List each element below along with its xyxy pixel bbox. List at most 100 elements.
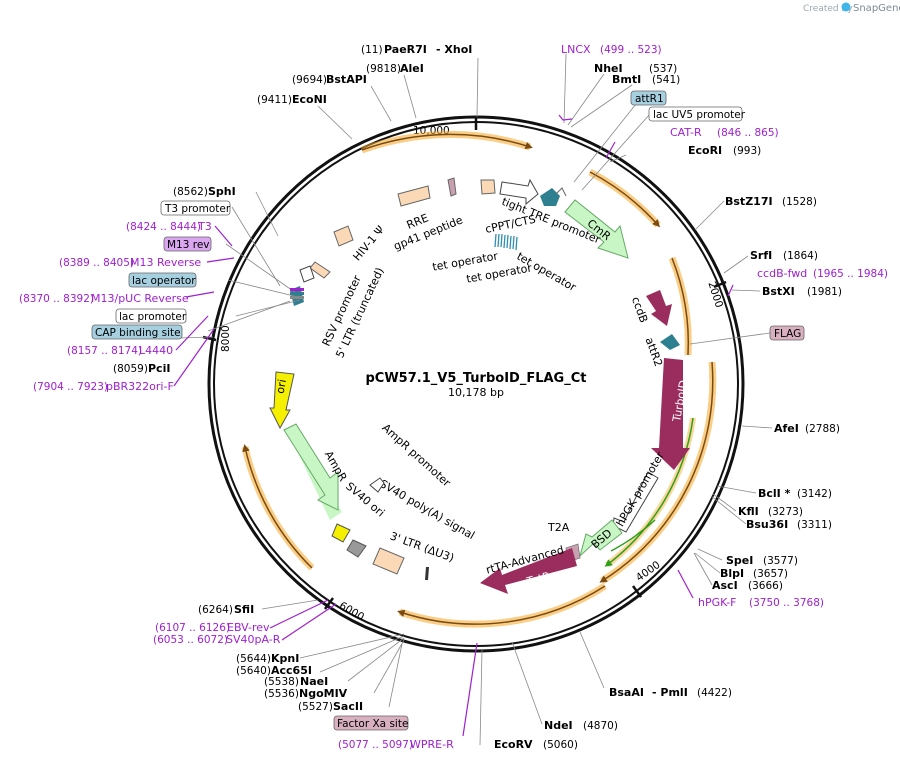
bstxi-pos: (1981) xyxy=(807,286,842,298)
ori-feature[interactable]: ori xyxy=(269,371,295,430)
m13rev-label: M13 rev xyxy=(167,239,210,251)
box-lacuv5[interactable]: lac UV5 promoter xyxy=(648,106,746,122)
pcii-pos: (8059) xyxy=(113,363,148,375)
box-flag[interactable]: FLAG xyxy=(769,325,805,341)
rre-feature[interactable]: RRE gp41 peptide xyxy=(392,177,465,253)
bstxi-name: BstXI xyxy=(762,285,795,298)
primer-m13puc[interactable]: (8370 .. 8392) M13/pUC Reverse xyxy=(19,292,189,305)
m13puc-name: M13/pUC Reverse xyxy=(91,292,189,305)
site-kpni[interactable]: (5644) KpnI xyxy=(236,652,299,665)
site-bcli[interactable]: BclI * (3142) xyxy=(758,487,832,500)
site-sphi[interactable]: (8562) SphI xyxy=(173,185,236,198)
primer-t3[interactable]: (8424 .. 8444) T3 xyxy=(126,220,212,233)
ampr-promoter-feature[interactable]: AmpR promoter xyxy=(369,421,453,493)
site-pcii[interactable]: (8059) PciI xyxy=(113,362,170,375)
site-bsu36i[interactable]: Bsu36I (3311) xyxy=(746,518,832,531)
rsv-ltr-feature[interactable]: RSV promoter 5' LTR (truncated) xyxy=(290,261,387,360)
primer-wpre[interactable]: (5077 .. 5097) WPRE-R xyxy=(338,738,454,751)
ccdb-primer-range: (1965 .. 1984) xyxy=(813,268,888,280)
primer-pbr[interactable]: (7904 .. 7923) pBR322ori-F xyxy=(33,380,174,393)
site-acc65i[interactable]: (5640) Acc65I xyxy=(236,664,312,677)
site-ngomiv[interactable]: (5536) NgoMIV xyxy=(264,687,348,700)
tet-operator-features[interactable]: tet operator tet operator tet operator xyxy=(431,233,579,294)
bcli-name: BclI * xyxy=(758,487,791,500)
sphi-pos: (8562) xyxy=(173,186,208,198)
box-t3prom[interactable]: T3 promoter xyxy=(160,200,231,216)
site-asci[interactable]: AscI (3666) xyxy=(712,579,783,592)
site-naei[interactable]: (5538) NaeI xyxy=(264,675,328,688)
lacprom-label: lac promoter xyxy=(119,311,187,323)
t3-range: (8424 .. 8444) xyxy=(126,221,201,233)
primer-ccdb[interactable]: ccdB-fwd (1965 .. 1984) xyxy=(757,267,888,280)
site-ndei[interactable]: NdeI (4870) xyxy=(544,719,618,732)
lacuv5-label: lac UV5 promoter xyxy=(653,109,746,121)
site-afei[interactable]: AfeI (2788) xyxy=(774,422,840,435)
nhei-pos: (537) xyxy=(649,63,677,75)
primer-ebv[interactable]: (6107 .. 6126) EBV-rev xyxy=(155,621,270,634)
site-sacii[interactable]: (5527) SacII xyxy=(298,700,363,713)
ccdb-primer-name: ccdB-fwd xyxy=(757,267,807,280)
rtetr-feature[interactable]: rTetR rtTA-Advanced xyxy=(480,543,577,594)
site-bstz17i[interactable]: BstZ17I (1528) xyxy=(725,195,817,208)
primer-catr[interactable]: CAT-R (846 .. 865) xyxy=(670,126,779,139)
snapgene-credit[interactable]: Created by SnapGene xyxy=(803,2,900,15)
box-m13rev[interactable]: M13 rev xyxy=(163,236,212,252)
site-bmti[interactable]: BmtI (541) xyxy=(612,73,680,86)
primer-sv40pa[interactable]: (6053 .. 6072) SV40pA-R xyxy=(153,633,281,646)
hpgkf-range: (3750 .. 3768) xyxy=(749,597,824,609)
site-alei[interactable]: (9818) AleI xyxy=(366,62,424,75)
site-ecorv[interactable]: EcoRV (5060) xyxy=(494,738,578,751)
m13r-name: M13 Reverse xyxy=(130,256,201,269)
snapgene-logo-icon xyxy=(841,2,851,12)
site-srfi[interactable]: SrfI (1864) xyxy=(750,249,818,262)
primer-m13r[interactable]: (8389 .. 8405) M13 Reverse xyxy=(59,256,201,269)
site-kfli[interactable]: KflI (3273) xyxy=(738,505,803,518)
attr2-label: attR2 xyxy=(643,336,665,369)
site-bstxi[interactable]: BstXI (1981) xyxy=(762,285,842,298)
site-blpi[interactable]: BlpI (3657) xyxy=(720,567,788,580)
box-lacop[interactable]: lac operator xyxy=(128,272,197,288)
box-factorxa[interactable]: Factor Xa site xyxy=(333,715,408,731)
ltr3-feature[interactable]: 3' LTR (ΔU3) xyxy=(388,530,456,580)
sacii-pos: (5527) xyxy=(298,701,333,713)
site-nhei[interactable]: NheI (537) xyxy=(594,62,677,75)
bstz17i-name: BstZ17I xyxy=(725,195,773,208)
site-paer7i[interactable]: (11) PaeR7I - XhoI xyxy=(361,43,472,56)
bstz17i-pos: (1528) xyxy=(782,196,817,208)
alei-pos: (9818) xyxy=(366,63,401,75)
srfi-pos: (1864) xyxy=(783,250,818,262)
sv40pa-name: SV40pA-R xyxy=(226,633,281,646)
sv40-polya-feature[interactable]: SV40 poly(A) signal xyxy=(372,477,477,575)
sacii-name: SacII xyxy=(333,700,363,713)
sphi-name: SphI xyxy=(208,185,236,198)
box-lacprom[interactable]: lac promoter xyxy=(115,308,187,324)
hpgk-label: hPGK promoter xyxy=(614,449,667,529)
pbr-range: (7904 .. 7923) xyxy=(33,381,108,393)
sv40pa-range: (6053 .. 6072) xyxy=(153,634,228,646)
kpni-name: KpnI xyxy=(271,652,299,665)
sfii-pos: (6264) xyxy=(198,604,233,616)
ecorv-name: EcoRV xyxy=(494,738,533,751)
leader-lines xyxy=(177,53,773,746)
ampr-feature[interactable]: AmpR xyxy=(283,423,350,520)
site-bsaai[interactable]: BsaAI - PmlI (4422) xyxy=(609,686,732,699)
bcli-pos: (3142) xyxy=(797,488,832,500)
hiv-psi-feature[interactable]: HIV-1 Ψ xyxy=(333,223,387,263)
bsd-feature[interactable]: BSD xyxy=(579,519,623,558)
box-cap[interactable]: CAP binding site xyxy=(91,324,183,340)
amprprom-label: AmpR promoter xyxy=(379,421,453,489)
primer-hpgkf[interactable]: hPGK-F (3750 .. 3768) xyxy=(698,596,824,609)
primer-lncx[interactable]: LNCX (499 .. 523) xyxy=(561,43,662,56)
primer-l4440[interactable]: (8157 .. 8174) L4440 xyxy=(67,344,173,357)
ebv-range: (6107 .. 6126) xyxy=(155,622,230,634)
site-bstapi[interactable]: (9694) BstAPI xyxy=(292,73,367,86)
ndei-pos: (4870) xyxy=(583,720,618,732)
site-ecori[interactable]: EcoRI (993) xyxy=(688,144,761,157)
ebv-name: EBV-rev xyxy=(227,621,270,634)
site-spei[interactable]: SpeI (3577) xyxy=(726,554,798,567)
ccdb-feature[interactable]: ccdB xyxy=(629,290,672,326)
site-sfii[interactable]: (6264) SfiI xyxy=(198,603,254,616)
box-attr1[interactable]: attR1 xyxy=(630,90,667,106)
site-econi[interactable]: (9411) EcoNI xyxy=(257,93,327,106)
